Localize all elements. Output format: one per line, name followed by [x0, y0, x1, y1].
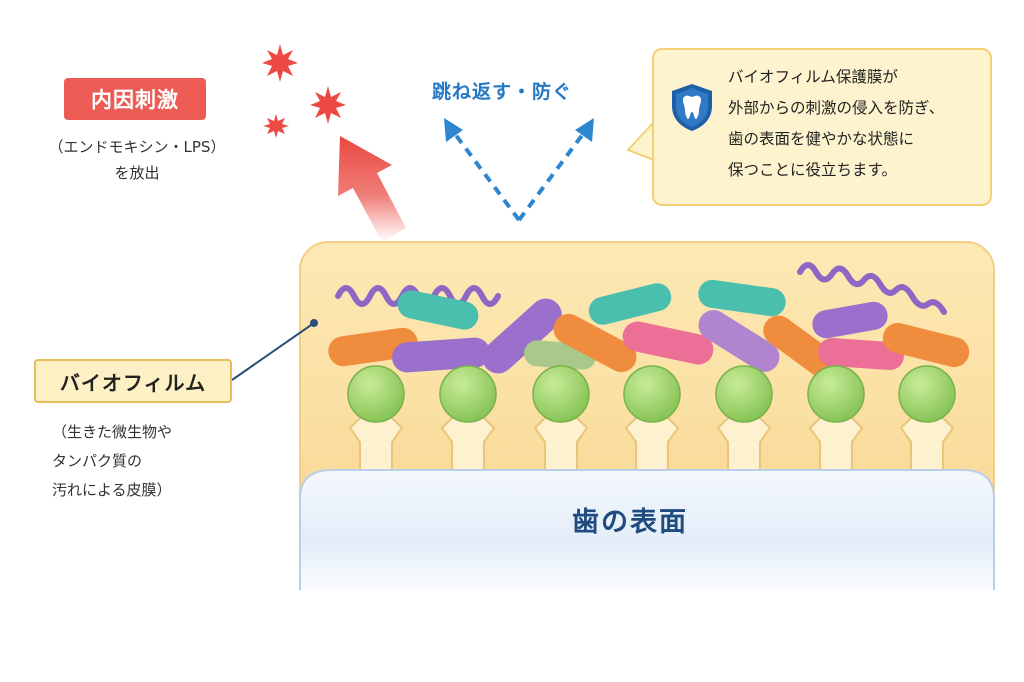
callout-line: バイオフィルム保護膜が: [728, 68, 898, 86]
anchor-row: [347, 365, 956, 475]
biofilm-tag: バイオフィルム: [34, 359, 232, 403]
anchor-ball: [898, 365, 956, 423]
bacterium: [818, 337, 904, 371]
spark-icon: [263, 114, 289, 138]
bacterium: [882, 322, 970, 368]
spark-icon: [262, 44, 298, 82]
bacterium: [812, 301, 888, 339]
bounce-arrow-right: [517, 132, 585, 222]
bacterium: [622, 321, 714, 365]
tooth-surface: [299, 469, 995, 601]
bounce-arrow-left: [453, 132, 521, 222]
callout-tail: [626, 119, 655, 162]
emission-arrow: [338, 136, 406, 242]
bounce-arrowhead-right: [575, 118, 594, 142]
bacterium: [482, 298, 562, 374]
biofilm-pointer-dot: [310, 319, 318, 327]
internal-stimulus-tag: 内因刺激: [64, 78, 206, 120]
callout-line: 歯の表面を健やかな状態に: [728, 130, 915, 148]
anchor-ball: [439, 365, 497, 423]
bacterium: [698, 310, 780, 372]
wavy-strand-right: [797, 262, 947, 315]
anchor-ball: [347, 365, 405, 423]
anchor-ball: [623, 365, 681, 423]
biofilm-caption-line: （生きた微生物や: [52, 423, 173, 441]
stimulus-caption-line: （エンドモキシン・LPS）: [48, 138, 226, 156]
bacterium: [392, 337, 490, 373]
bacterium: [397, 290, 479, 330]
callout-line: 保つことに役立ちます。: [728, 161, 897, 179]
biofilm-caption-line: タンパク質の: [52, 452, 143, 470]
stimulus-caption-line: を放出: [114, 164, 160, 182]
anchor-ball: [715, 365, 773, 423]
bounce-label: 跳ね返す・防ぐ: [431, 81, 572, 103]
tooth-surface-label: 歯の表面: [572, 507, 688, 538]
stimulus-caption: （エンドモキシン・LPS） を放出: [22, 134, 252, 186]
bacterium: [588, 283, 672, 325]
biofilm-pointer-line: [231, 322, 315, 381]
callout-box: [652, 48, 992, 206]
tooth-shield-icon: [672, 84, 712, 131]
bacterium: [763, 315, 839, 379]
bounce-arrowhead-left: [444, 118, 463, 142]
callout-text: バイオフィルム保護膜が 外部からの刺激の侵入を防ぎ、 歯の表面を健やかな状態に …: [728, 62, 990, 186]
biofilm-caption-line: 汚れによる皮膜）: [52, 481, 172, 499]
anchor-ball: [532, 365, 590, 423]
anchor-ball: [807, 365, 865, 423]
bacterium: [553, 313, 637, 373]
bacterium: [698, 279, 786, 317]
callout-line: 外部からの刺激の侵入を防ぎ、: [728, 99, 945, 117]
spark-icon: [310, 86, 346, 124]
biofilm-caption: （生きた微生物や タンパク質の 汚れによる皮膜）: [52, 418, 252, 505]
